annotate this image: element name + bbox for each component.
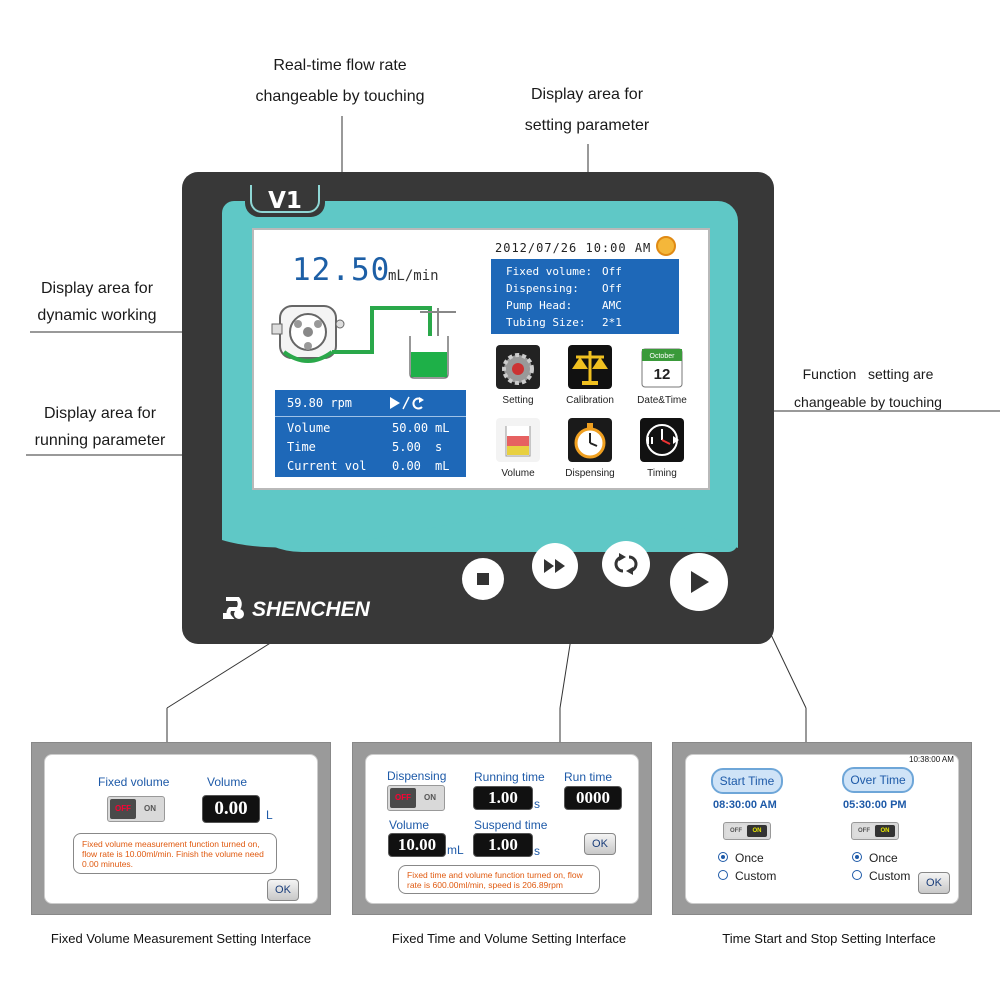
start-custom-radio[interactable]: Custom bbox=[718, 869, 776, 883]
run-row-unit: mL bbox=[435, 421, 450, 435]
function-label-timing[interactable]: Timing bbox=[647, 468, 677, 479]
param-value: Off bbox=[602, 282, 622, 295]
reverse-direction-button[interactable] bbox=[602, 541, 650, 587]
gear-icon[interactable] bbox=[496, 345, 540, 389]
timing-ok-button[interactable]: OK bbox=[918, 872, 950, 894]
run-row-label: Time bbox=[287, 440, 316, 454]
alarm-clock-icon[interactable] bbox=[656, 236, 676, 256]
calendar-icon[interactable]: October 12 bbox=[640, 345, 684, 389]
clock-icon[interactable] bbox=[640, 418, 684, 462]
fixed-time-ok-button[interactable]: OK bbox=[584, 833, 616, 855]
brand-name: SHENCHEN bbox=[252, 598, 370, 621]
volume-unit: L bbox=[266, 808, 273, 822]
fast-forward-button[interactable] bbox=[532, 543, 578, 589]
over-time-value: 05:30:00 PM bbox=[843, 799, 907, 811]
param-label: Tubing Size: bbox=[506, 316, 586, 329]
run-row-unit: mL bbox=[435, 459, 450, 473]
start-time-value: 08:30:00 AM bbox=[713, 799, 777, 811]
function-label-setting[interactable]: Setting bbox=[502, 395, 534, 406]
stop-button[interactable] bbox=[462, 558, 504, 600]
pump-head-icon bbox=[271, 305, 345, 363]
function-label-dispensing[interactable]: Dispensing bbox=[565, 468, 615, 479]
fast-forward-icon bbox=[544, 559, 565, 573]
callout-dynamic-working: Display area for dynamic working bbox=[37, 280, 157, 324]
balance-scale-icon[interactable] bbox=[568, 345, 612, 389]
start-time-button[interactable]: Start Time bbox=[711, 768, 783, 794]
start-once-radio[interactable]: Once bbox=[718, 851, 764, 865]
callout-flow-rate: Real-time flow rate changeable by touchi… bbox=[255, 57, 425, 105]
model-tab: V1 bbox=[245, 185, 325, 217]
play-icon bbox=[691, 571, 709, 593]
play-reverse-icon bbox=[390, 396, 424, 410]
suspend-time-unit: s bbox=[534, 844, 540, 858]
function-label-calibration[interactable]: Calibration bbox=[566, 395, 614, 406]
over-custom-radio[interactable]: Custom bbox=[852, 869, 910, 883]
volume-value-display[interactable]: 0.00 bbox=[202, 795, 260, 823]
run-row-unit: s bbox=[435, 440, 443, 454]
over-time-button[interactable]: Over Time bbox=[842, 767, 914, 793]
param-value: Off bbox=[602, 265, 622, 278]
run-time-display[interactable]: 0000 bbox=[564, 786, 622, 810]
brand-logo: SHENCHEN bbox=[222, 596, 370, 622]
fixed-volume-caption: Fixed Volume Measurement Setting Interfa… bbox=[50, 931, 312, 946]
function-label-date-time[interactable]: Date&Time bbox=[637, 395, 687, 406]
datetime-display: 2012/07/26 10:00 AM bbox=[495, 241, 652, 255]
run-time-label: Run time bbox=[564, 770, 613, 784]
flow-rate-unit: mL/min bbox=[388, 268, 439, 284]
running-time-label: Running time bbox=[474, 770, 545, 784]
param-label: Fixed volume: bbox=[506, 265, 593, 278]
beaker-graphic bbox=[409, 308, 456, 379]
model-label: V1 bbox=[268, 188, 302, 214]
over-once-radio[interactable]: Once bbox=[852, 851, 898, 865]
fixed-volume-ok-button[interactable]: OK bbox=[267, 879, 299, 901]
run-row-label: Current vol bbox=[287, 459, 367, 473]
run-row-value: 50.00 bbox=[392, 421, 429, 435]
timing-caption: Time Start and Stop Setting Interface bbox=[722, 931, 936, 946]
running-time-unit: s bbox=[534, 797, 540, 811]
param-label: Dispensing: bbox=[506, 282, 579, 295]
fixed-volume-note: Fixed volume measurement function turned… bbox=[73, 833, 277, 874]
running-time-display[interactable]: 1.00 bbox=[473, 786, 533, 810]
fixed-volume-toggle[interactable]: OFF ON bbox=[107, 796, 165, 822]
beaker-icon[interactable] bbox=[496, 418, 540, 462]
param-value: 2*1 bbox=[602, 316, 622, 329]
over-time-toggle[interactable]: OFF ON bbox=[851, 822, 899, 840]
pump-animation-graphic bbox=[271, 305, 456, 379]
calendar-day: 12 bbox=[654, 366, 671, 383]
start-time-toggle[interactable]: OFF ON bbox=[723, 822, 771, 840]
callout-running-parameter: Display area for running parameter bbox=[34, 405, 166, 449]
dispensing-toggle[interactable]: OFF ON bbox=[387, 785, 445, 811]
shenchen-logo-icon bbox=[223, 597, 244, 619]
function-label-volume[interactable]: Volume bbox=[501, 468, 535, 479]
timing-clock: 10:38:00 AM bbox=[909, 755, 954, 764]
play-button[interactable] bbox=[670, 553, 728, 611]
run-row-value: 5.00 bbox=[392, 440, 421, 454]
flow-rate-value[interactable]: 12.50 bbox=[292, 252, 391, 288]
stop-icon bbox=[477, 573, 489, 585]
suspend-time-label: Suspend time bbox=[474, 818, 548, 832]
volume-label: Volume bbox=[207, 775, 248, 789]
volume-label-2: Volume bbox=[389, 818, 430, 832]
speed-readout: 59.80 rpm bbox=[287, 396, 353, 410]
callout-setting-parameter: Display area for setting parameter bbox=[524, 86, 650, 134]
fixed-volume-label: Fixed volume bbox=[98, 775, 170, 789]
fixed-time-caption: Fixed Time and Volume Setting Interface bbox=[391, 931, 627, 946]
calendar-month: October bbox=[650, 353, 676, 360]
suspend-time-display[interactable]: 1.00 bbox=[473, 833, 533, 857]
param-label: Pump Head: bbox=[506, 299, 573, 312]
stopwatch-icon[interactable] bbox=[568, 418, 612, 462]
dispensing-label: Dispensing bbox=[387, 769, 447, 783]
fixed-time-note: Fixed time and volume function turned on… bbox=[398, 865, 600, 894]
volume-value-display-2[interactable]: 10.00 bbox=[388, 833, 446, 857]
volume-unit-2: mL bbox=[447, 843, 464, 857]
run-row-value: 0.00 bbox=[392, 459, 421, 473]
reverse-direction-icon bbox=[614, 553, 638, 575]
param-value: AMC bbox=[602, 299, 622, 312]
run-row-label: Volume bbox=[287, 421, 331, 435]
callout-function-setting: Function setting are changeable by touch… bbox=[794, 366, 942, 410]
